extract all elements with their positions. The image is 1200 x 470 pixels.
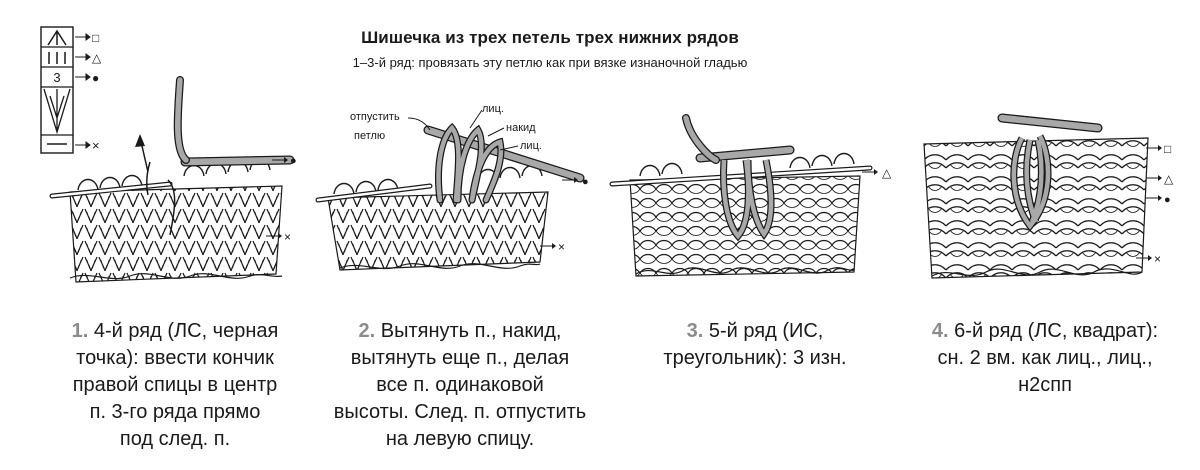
step-1-line-5: под след. п. [119,428,231,450]
step4-dot-marker: ● [1164,194,1171,206]
step-2-line-3: все п. одинаковой [376,374,544,396]
step-4-line-3: н2спп [1018,374,1072,396]
diagram-title: Шишечка из трех петель трех нижних рядов [361,28,739,47]
chart-arrows [75,33,91,149]
label-knit-1: лиц. [482,103,504,115]
illustration-step-1 [49,76,295,283]
chart-square-marker: □ [92,31,99,45]
label-release-loop: петлю [354,130,385,142]
step-1-caption: 1. 4-й ряд (ЛС, черная точка): ввести ко… [40,318,310,453]
step-2-line-5: на левую спицу. [385,428,535,450]
step-3-caption: 3. 5-й ряд (ИС, треугольник): 3 изн. [605,318,905,372]
label-knit-2: лиц. [520,140,542,152]
step-4-caption: 4. 6-й ряд (ЛС, квадрат): сн. 2 вм. как … [895,318,1195,399]
step2-dot-marker: ● [582,176,589,188]
chart-cross-marker: × [92,138,100,153]
step-1-line-1: 4-й ряд (ЛС, черная [93,320,279,342]
step-2-line-2: вытянуть еще п., делая [350,347,570,369]
illustration-step-2 [315,109,585,271]
step-4-number: 4. [931,320,949,342]
label-release: отпустить [350,111,400,123]
step-2-caption: 2. Вытянуть п., накид, вытянуть еще п., … [315,318,605,453]
step3-triangle-marker: △ [882,166,892,180]
step-3-line-2: треугольник): 3 изн. [663,347,847,369]
step-2-number: 2. [358,320,376,342]
step1-cross-marker: × [284,230,291,244]
illustration-step-3 [609,114,878,277]
step-1-line-4: п. 3-го ряда прямо [89,401,261,423]
stitch-chart [40,26,74,154]
step-4-line-2: сн. 2 вм. как лиц., лиц., [937,347,1153,369]
step-2-line-4: высоты. След. п. отпустить [333,401,587,423]
label-yarn-over: накид [506,122,536,134]
step-3-line-1: 5-й ряд (ИС, [708,320,824,342]
illustrations: 3 □ △ ● × ● × [40,26,1174,283]
chart-row-number: 3 [53,70,60,85]
illustration-step-4 [923,113,1162,279]
step-2-line-1: Вытянуть п., накид, [380,320,562,342]
step4-cross-marker: × [1154,252,1161,266]
step-3-number: 3. [686,320,704,342]
step4-triangle-marker: △ [1164,172,1174,186]
step-4-line-1: 6-й ряд (ЛС, квадрат): [954,320,1159,342]
step-1-line-2: точка): ввести кончик [76,347,274,369]
step1-dot-marker: ● [290,155,297,167]
diagram-subtitle: 1–3-й ряд: провязать эту петлю как при в… [352,55,748,70]
step2-cross-marker: × [558,240,565,254]
chart-dot-marker: ● [92,71,99,85]
step-1-number: 1. [71,320,89,342]
step4-square-marker: □ [1164,142,1171,156]
step-1-line-3: правой спицы в центр [72,374,278,396]
chart-triangle-marker: △ [92,51,102,65]
